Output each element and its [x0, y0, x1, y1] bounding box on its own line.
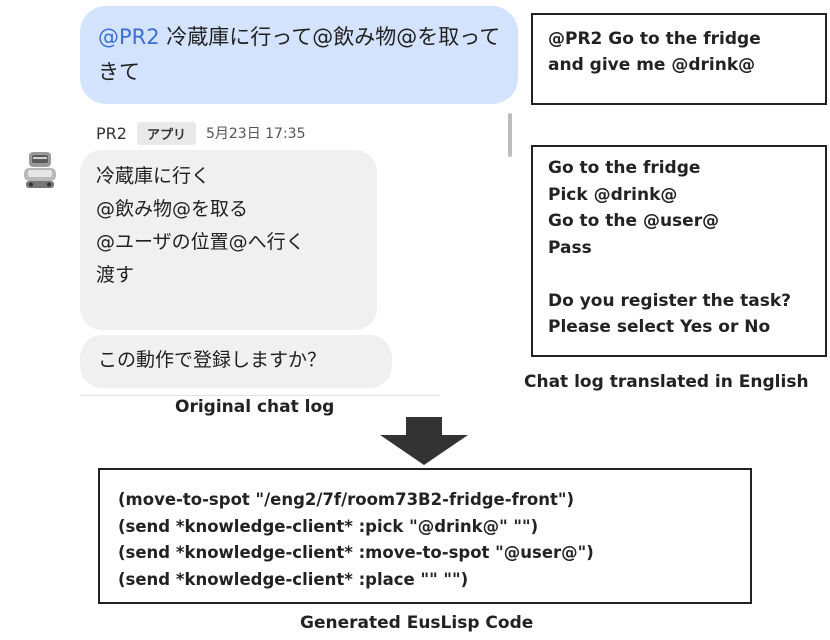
- user-message-body: 冷蔵庫に行って@飲み物@を取ってきて: [98, 25, 501, 84]
- translated-request-text: @PR2 Go to the fridge and give me @drink…: [548, 26, 761, 78]
- translated-response-line: Go to the @user@: [548, 211, 720, 231]
- bot-message-line: 渡す: [96, 264, 135, 286]
- confirm-message-text: この動作で登録しますか？: [98, 349, 327, 371]
- translated-response-line: Please select Yes or No: [548, 317, 771, 337]
- generated-code-text: (move-to-spot "/eng2/7f/room73B2-fridge-…: [118, 487, 594, 593]
- chat-scrollbar[interactable]: [508, 113, 512, 157]
- translated-response-line: Pass: [548, 237, 592, 258]
- user-message-bubble: [80, 6, 518, 104]
- bot-message-line: 冷蔵庫に行く: [96, 165, 211, 187]
- translated-request-line: and give me @drink@: [548, 55, 756, 75]
- original-chat-caption: Original chat log: [175, 397, 335, 417]
- translated-request-box: [531, 13, 827, 105]
- code-line: (send *knowledge-client* :place "" ""): [118, 569, 469, 589]
- code-line: (send *knowledge-client* :move-to-spot "…: [118, 543, 594, 562]
- translated-response-line: Go to the fridge: [548, 158, 701, 178]
- app-badge: アプリ: [136, 121, 196, 145]
- bot-message-header: PR2 アプリ 5月23日 17:35: [96, 121, 306, 145]
- generated-code-caption: Generated EusLisp Code: [300, 613, 534, 633]
- chat-divider: [80, 395, 440, 396]
- bot-message-line: @飲み物@を取る: [96, 198, 249, 220]
- translated-response-text: Go to the fridge Pick @drink@ Go to the …: [548, 155, 791, 341]
- translated-response-line: Do you register the task?: [548, 290, 792, 311]
- message-timestamp: 5月23日 17:35: [205, 126, 306, 142]
- code-line: (send *knowledge-client* :pick "@drink@"…: [118, 516, 539, 536]
- translated-response-box: [531, 145, 827, 357]
- robot-avatar-icon: [24, 152, 56, 188]
- translated-request-line: @PR2 Go to the fridge: [548, 29, 761, 49]
- down-arrow-icon: [380, 417, 468, 465]
- bot-message-bubble: [80, 150, 377, 330]
- translation-caption: Chat log translated in English: [524, 372, 809, 392]
- bot-sender-name: PR2: [96, 123, 127, 143]
- bot-message-line: @ユーザの位置@へ行く: [96, 231, 305, 253]
- bot-message-text: 冷蔵庫に行く @飲み物@を取る @ユーザの位置@へ行く 渡す: [96, 160, 305, 292]
- code-line: (move-to-spot "/eng2/7f/room73B2-fridge-…: [118, 490, 575, 509]
- user-mention: @PR2: [98, 25, 160, 49]
- translated-response-line: [548, 261, 791, 288]
- generated-code-box: [98, 468, 752, 604]
- user-message-text: @PR2 冷蔵庫に行って@飲み物@を取ってきて: [98, 20, 508, 90]
- confirm-message-bubble: [80, 335, 392, 388]
- translated-response-line: Pick @drink@: [548, 184, 678, 205]
